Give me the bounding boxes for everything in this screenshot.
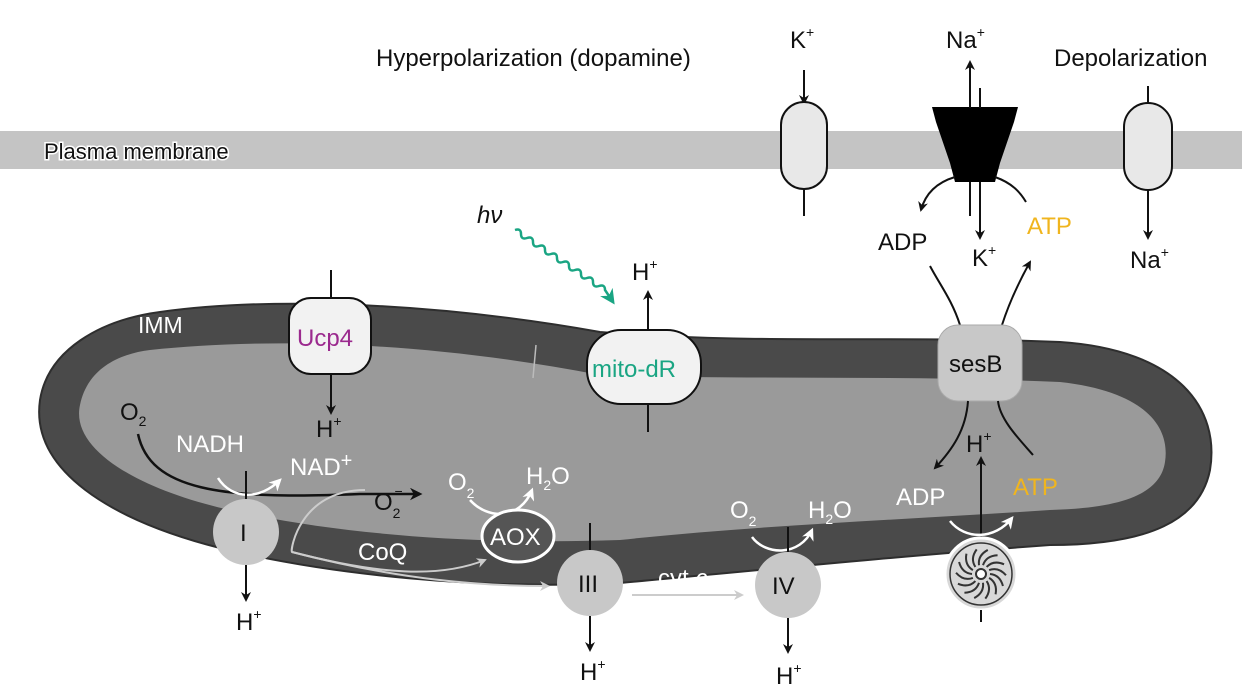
turbine-blade — [982, 554, 998, 566]
complex-iv-label: IV — [772, 573, 795, 600]
turbine-blade — [989, 573, 1004, 587]
atp-top-label: ATP — [1027, 213, 1072, 240]
turbine-blade — [964, 582, 980, 594]
turbine-blade — [957, 580, 977, 587]
h2o-iv-label: H2O — [808, 497, 852, 527]
cyt-c-label: cyt c — [658, 565, 707, 592]
mito-dr-protein — [586, 290, 702, 432]
aox-enzyme — [480, 508, 556, 564]
atp-bottom-label: ATP — [1013, 474, 1058, 501]
turbine-blade — [988, 577, 997, 595]
ucp4-label: Ucp4 — [297, 325, 353, 352]
sesb-label: sesB — [949, 351, 1002, 378]
na-plus-in-label: Na+ — [1130, 244, 1169, 274]
k-channel — [780, 70, 828, 216]
k-plus-in-label: K+ — [972, 242, 996, 272]
hyperpolarization-label: Hyperpolarization (dopamine) — [376, 45, 691, 72]
aox-label: AOX — [490, 524, 541, 551]
h-plus-iii-label: H+ — [580, 656, 606, 686]
atp-synthase-icon — [943, 456, 1019, 622]
complex-iii — [557, 523, 623, 652]
superoxide-label: O2− — [374, 483, 403, 521]
turbine-blade — [958, 561, 973, 575]
complex-iv — [750, 527, 821, 654]
turbine-blade — [973, 582, 985, 599]
turbine-blade — [955, 572, 974, 580]
ucp4-protein — [288, 270, 372, 415]
o2-left-label: O2 — [120, 399, 147, 429]
h-plus-synthase-label: H+ — [966, 428, 992, 458]
complex-i — [213, 471, 279, 602]
complex-iii-label: III — [578, 571, 598, 598]
turbine-blade — [984, 580, 991, 600]
h-plus-iv-label: H+ — [776, 660, 802, 690]
plasma-membrane-label: Plasma membrane — [44, 139, 229, 164]
plasma-membrane — [0, 131, 1242, 169]
nad-plus-label: NAD+ — [290, 450, 352, 481]
na-channel — [1123, 86, 1173, 240]
mito-dr-label: mito-dR — [592, 356, 676, 383]
turbine-blade — [965, 553, 974, 571]
o2-iv-label: O2 — [730, 497, 757, 529]
hv-label: hν — [477, 202, 502, 229]
light-wave-icon — [514, 228, 615, 305]
nadh-label: NADH — [176, 431, 244, 458]
o2-aox-label: O2 — [448, 469, 475, 501]
o2-superoxide-arrow — [136, 433, 423, 501]
adp-top-label: ADP — [878, 229, 927, 256]
turbine-blade — [988, 568, 1007, 576]
turbine-blade — [977, 549, 989, 566]
complex-i-label: I — [240, 520, 247, 547]
h-plus-mito-dr-label: H+ — [632, 256, 658, 286]
h2o-aox-label: H2O — [526, 463, 570, 493]
na-k-atpase-pump — [918, 60, 1027, 240]
imm-label: IMM — [138, 312, 183, 338]
na-plus-out-label: Na+ — [946, 24, 985, 54]
turbine-blade — [971, 548, 978, 568]
depolarization-label: Depolarization — [1054, 45, 1207, 72]
k-plus-out-label: K+ — [790, 24, 814, 54]
sesb-protein — [929, 260, 1034, 470]
adp-bottom-label: ADP — [896, 484, 945, 511]
h-plus-ucp4-label: H+ — [316, 413, 342, 443]
turbine-blade — [985, 561, 1005, 568]
coq-label: CoQ — [358, 539, 407, 566]
coq-to-iii-arrow — [291, 551, 550, 591]
h-plus-i-label: H+ — [236, 606, 262, 636]
membrane-crease — [532, 344, 537, 379]
